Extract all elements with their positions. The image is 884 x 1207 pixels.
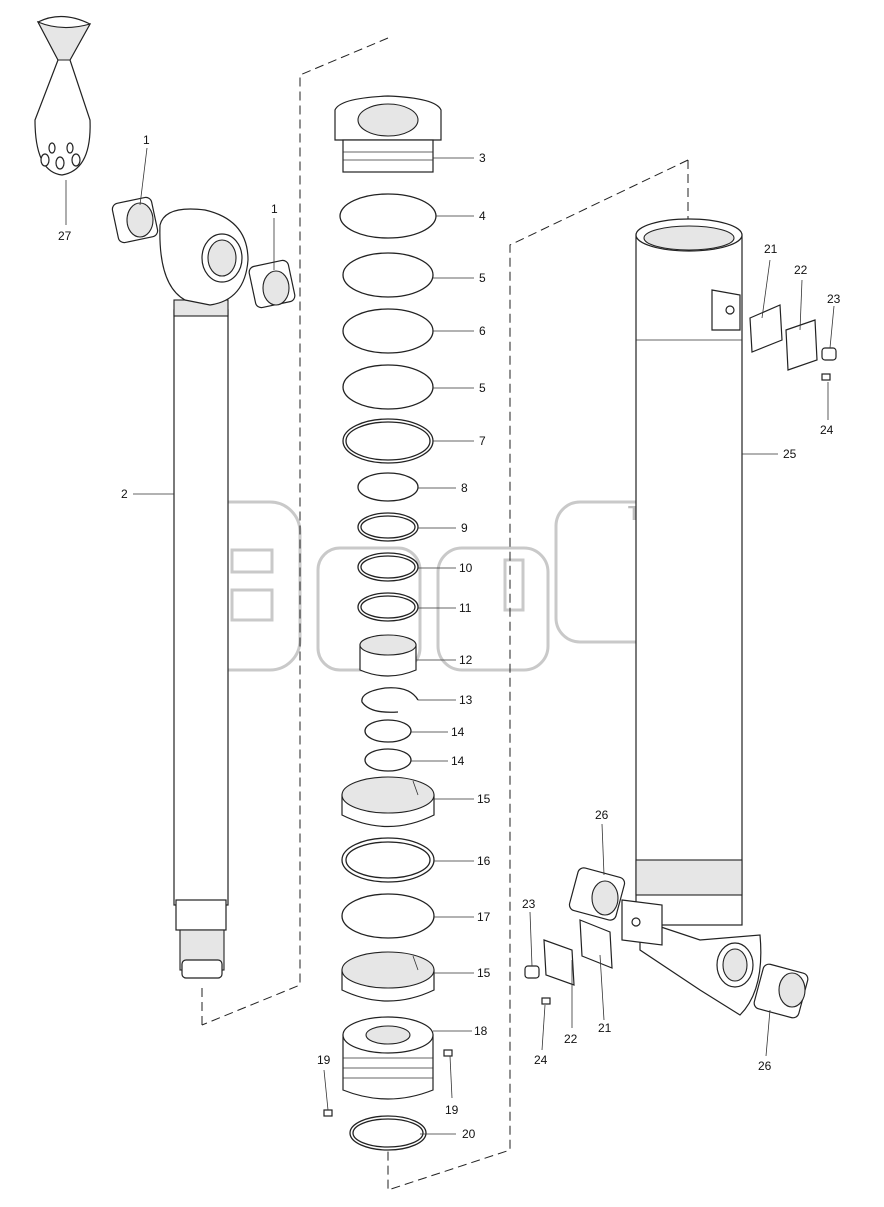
part-14-ring-a xyxy=(364,719,412,743)
part-5-ring-b xyxy=(342,364,434,410)
callout-26-upper: 26 xyxy=(595,808,609,822)
callout-19-right: 19 xyxy=(445,1103,459,1117)
callout-3: 3 xyxy=(479,151,486,165)
callout-11: 11 xyxy=(459,601,472,615)
part-22-gasket-b xyxy=(543,939,575,986)
part-2-piston-rod xyxy=(159,208,249,979)
part-26-bushing-upper xyxy=(568,867,626,921)
callout-18: 18 xyxy=(474,1024,488,1038)
callout-25: 25 xyxy=(783,447,797,461)
callout-2: 2 xyxy=(121,487,128,501)
part-9-seal xyxy=(357,512,419,542)
part-16-seal xyxy=(341,837,435,883)
callout-15-upper: 15 xyxy=(477,792,491,806)
part-10-seal xyxy=(357,552,419,582)
callout-24-lower: 24 xyxy=(534,1053,548,1067)
callout-21-lower: 21 xyxy=(598,1021,612,1035)
part-15-wear-ring-b xyxy=(341,951,435,1002)
callout-14-upper: 14 xyxy=(451,725,465,739)
part-27-cover xyxy=(34,15,92,176)
part-17-ring xyxy=(341,893,435,939)
callout-19-left: 19 xyxy=(317,1053,331,1067)
part-25-cylinder-tube xyxy=(621,218,762,1016)
part-14-ring-b xyxy=(364,748,412,772)
callout-5-lower: 5 xyxy=(479,381,486,395)
part-5-ring-a xyxy=(342,252,434,298)
callout-20: 20 xyxy=(462,1127,476,1141)
part-1-bushing-right xyxy=(248,259,296,309)
callout-10: 10 xyxy=(459,561,473,575)
callout-5-upper: 5 xyxy=(479,271,486,285)
part-8-ring xyxy=(357,472,419,502)
watermark-logo: TM xyxy=(180,500,670,672)
part-3-head xyxy=(334,95,442,173)
part-1-bushing-left xyxy=(111,196,159,244)
callout-16: 16 xyxy=(477,854,491,868)
part-12-bushing xyxy=(359,634,417,677)
callout-12: 12 xyxy=(459,653,473,667)
part-21-plate-a xyxy=(749,304,783,353)
part-22-gasket-a xyxy=(785,319,818,371)
callout-8: 8 xyxy=(461,481,468,495)
callout-23-lower: 23 xyxy=(522,897,536,911)
part-13-snap-ring xyxy=(361,687,419,713)
callout-7: 7 xyxy=(479,434,486,448)
callout-21-upper: 21 xyxy=(764,242,778,256)
callout-4: 4 xyxy=(479,209,486,223)
part-24-nipple-a xyxy=(821,373,831,381)
callout-14-lower: 14 xyxy=(451,754,465,768)
part-4-ring xyxy=(339,193,437,239)
callout-1-right: 1 xyxy=(271,202,278,216)
callout-22-upper: 22 xyxy=(794,263,808,277)
part-6-ring xyxy=(342,308,434,354)
part-15-wear-ring-a xyxy=(341,776,435,828)
callout-23-upper: 23 xyxy=(827,292,841,306)
callout-17: 17 xyxy=(477,910,491,924)
part-23-fitting-b xyxy=(524,965,540,979)
callout-13: 13 xyxy=(459,693,473,707)
callout-6: 6 xyxy=(479,324,486,338)
callout-27: 27 xyxy=(58,229,72,243)
leader-lines xyxy=(65,147,835,1135)
callout-22-lower: 22 xyxy=(564,1032,578,1046)
callout-15-lower: 15 xyxy=(477,966,491,980)
part-11-seal xyxy=(357,592,419,622)
callout-1-left: 1 xyxy=(143,133,150,147)
callout-26-lower: 26 xyxy=(758,1059,772,1073)
part-19-pin-left xyxy=(323,1109,333,1117)
part-21-plate-b xyxy=(579,919,613,969)
part-24-nipple-b xyxy=(541,997,551,1005)
part-26-bushing-lower xyxy=(753,963,809,1019)
part-20-ring xyxy=(349,1115,427,1151)
part-23-fitting-a xyxy=(821,347,837,361)
callout-24-upper: 24 xyxy=(820,423,834,437)
part-18-piston xyxy=(342,1016,434,1100)
part-19-pin-right xyxy=(443,1049,453,1057)
callout-labels: 27 1 1 2 3 4 5 6 5 7 8 9 10 11 12 13 14 … xyxy=(58,133,841,1141)
part-7-seal xyxy=(342,418,434,464)
callout-9: 9 xyxy=(461,521,468,535)
